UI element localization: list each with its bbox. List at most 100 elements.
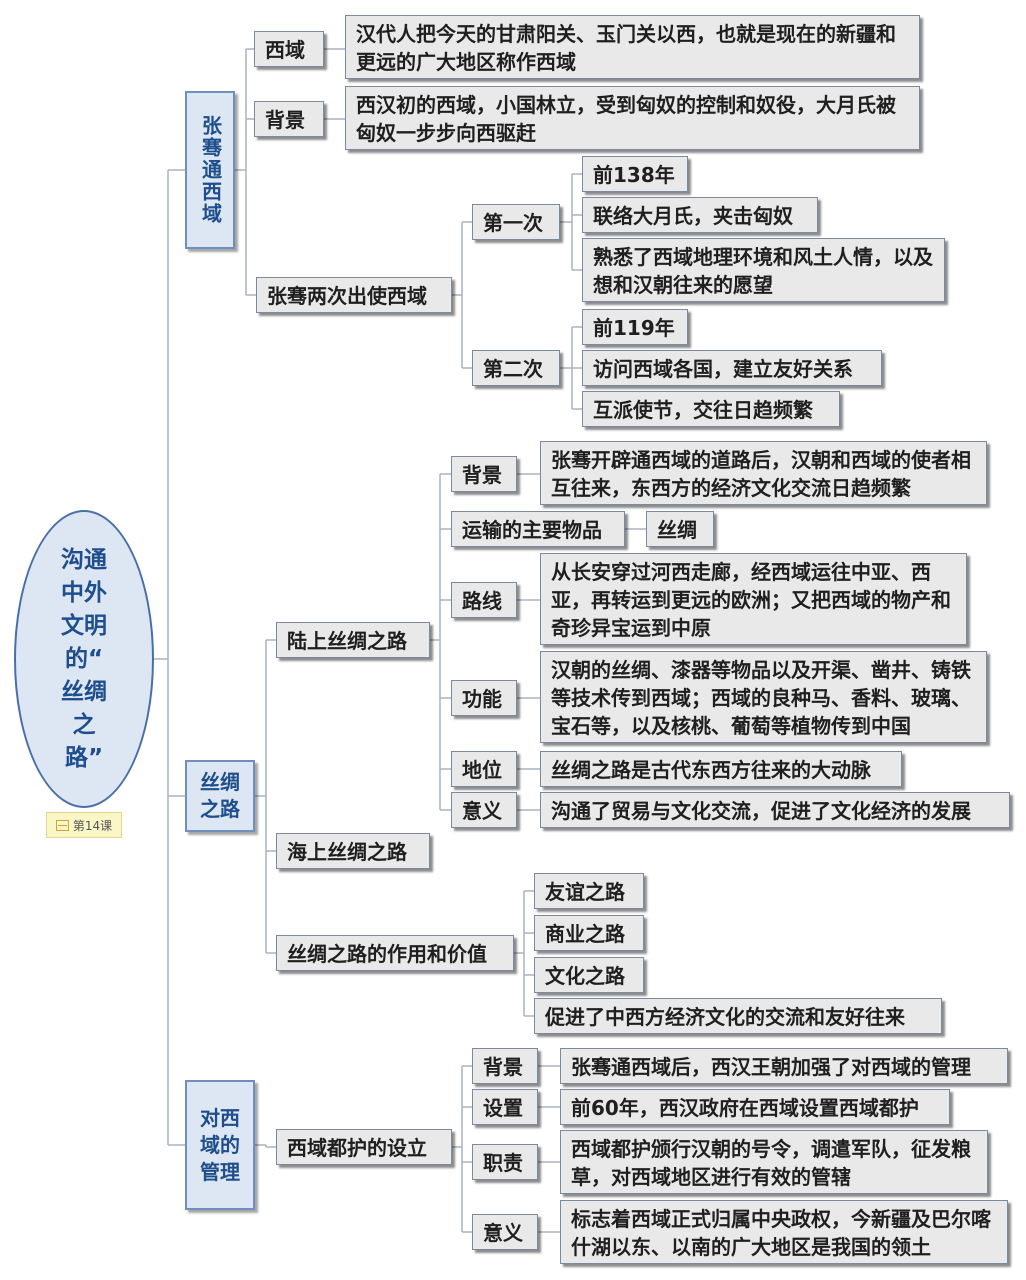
label-text: 运输的主要物品	[462, 518, 602, 542]
value-label: 丝绸之路的作用和价值	[287, 942, 487, 966]
branch-management[interactable]: 对西域的管理	[185, 1080, 255, 1210]
label-text: 职责	[483, 1151, 523, 1175]
b1-background-node[interactable]: 背景	[254, 101, 324, 137]
item-text: 商业之路	[545, 922, 625, 946]
branch-management-title: 对西域的管理	[200, 1105, 240, 1184]
root-line: 的“	[64, 645, 104, 672]
label-text: 背景	[462, 463, 502, 487]
b3-significance-node[interactable]: 意义	[472, 1214, 538, 1250]
value-item[interactable]: 文化之路	[534, 957, 644, 993]
establish-node[interactable]: 设置	[472, 1089, 538, 1125]
land-background-text[interactable]: 张骞开辟通西域的道路后，汉朝和西域的使者相互往来，东西方的经济文化交流日趋频繁	[540, 441, 987, 505]
protectorate-node[interactable]: 西域都护的设立	[276, 1129, 452, 1165]
value-item[interactable]: 商业之路	[534, 915, 644, 951]
xiyu-label: 西域	[265, 38, 305, 62]
b3-background-node[interactable]: 背景	[472, 1048, 538, 1084]
content-text: 汉朝的丝绸、漆器等物品以及开渠、凿井、铸铁等技术传到西域；西域的良种马、香料、玻…	[551, 658, 971, 738]
b3-background-text[interactable]: 张骞通西域后，西汉王朝加强了对西域的管理	[560, 1048, 1008, 1084]
item-text: 熟悉了西域地理环境和风土人情，以及想和汉朝往来的愿望	[593, 245, 933, 297]
xiyu-node[interactable]: 西域	[254, 31, 324, 67]
first-mission-item[interactable]: 熟悉了西域地理环境和风土人情，以及想和汉朝往来的愿望	[582, 238, 945, 302]
item-text: 文化之路	[545, 964, 625, 988]
xiyu-definition-text: 汉代人把今天的甘肃阳关、玉门关以西，也就是现在的新疆和更远的广大地区称作西域	[356, 22, 896, 74]
goods-node[interactable]: 运输的主要物品	[451, 511, 625, 547]
function-text[interactable]: 汉朝的丝绸、漆器等物品以及开渠、凿井、铸铁等技术传到西域；西域的良种马、香料、玻…	[540, 651, 987, 743]
first-mission-node[interactable]: 第一次	[472, 204, 560, 240]
establish-text[interactable]: 前60年，西汉政府在西域设置西域都护	[560, 1089, 950, 1125]
label-text: 地位	[462, 758, 502, 782]
item-text: 前119年	[593, 316, 675, 340]
root-line: 之	[72, 711, 96, 738]
b3-significance-text[interactable]: 标志着西域正式归属中央政权，今新疆及巴尔喀什湖以东、以南的广大地区是我国的领土	[560, 1200, 1008, 1264]
first-mission-item[interactable]: 联络大月氏，夹击匈奴	[582, 197, 818, 233]
content-text: 丝绸之路是古代东西方往来的大动脉	[551, 758, 871, 782]
item-text: 促进了中西方经济文化的交流和友好往来	[545, 1005, 905, 1029]
b1-background-text[interactable]: 西汉初的西域，小国林立，受到匈奴的控制和奴役，大月氏被匈奴一步步向西驱赶	[345, 86, 920, 150]
root-line: 路”	[64, 744, 104, 771]
land-background-node[interactable]: 背景	[451, 456, 517, 492]
content-text: 张骞开辟通西域的道路后，汉朝和西域的使者相互往来，东西方的经济文化交流日趋频繁	[551, 448, 971, 500]
lesson-tag-label: 第14课	[72, 818, 113, 833]
significance-node[interactable]: 意义	[451, 792, 517, 828]
duty-node[interactable]: 职责	[472, 1144, 538, 1180]
lesson-tag[interactable]: 第14课	[46, 812, 122, 838]
value-item[interactable]: 促进了中西方经济文化的交流和友好往来	[534, 998, 942, 1034]
second-mission-item[interactable]: 互派使节，交往日趋频繁	[582, 391, 840, 427]
content-text: 标志着西域正式归属中央政权，今新疆及巴尔喀什湖以东、以南的广大地区是我国的领土	[571, 1207, 991, 1259]
content-text: 沟通了贸易与文化交流，促进了文化经济的发展	[551, 799, 971, 823]
value-item[interactable]: 友谊之路	[534, 873, 644, 909]
root-line: 丝绸	[61, 678, 107, 705]
label-text: 意义	[462, 799, 502, 823]
second-mission-node[interactable]: 第二次	[472, 350, 560, 386]
content-text: 张骞通西域后，西汉王朝加强了对西域的管理	[571, 1055, 971, 1079]
branch-zhangqian[interactable]: 张骞通西域	[185, 91, 235, 249]
branch-silk-road-title: 丝绸之路	[200, 770, 240, 821]
label-text: 设置	[483, 1096, 523, 1120]
root-line: 沟通	[61, 546, 107, 573]
second-mission-item[interactable]: 访问西域各国，建立友好关系	[582, 350, 882, 386]
item-text: 友谊之路	[545, 880, 625, 904]
label-text: 背景	[483, 1055, 523, 1079]
xiyu-definition[interactable]: 汉代人把今天的甘肃阳关、玉门关以西，也就是现在的新疆和更远的广大地区称作西域	[345, 15, 920, 79]
first-mission-item[interactable]: 前138年	[582, 156, 688, 192]
b1-background-content: 西汉初的西域，小国林立，受到匈奴的控制和奴役，大月氏被匈奴一步步向西驱赶	[356, 93, 896, 145]
function-node[interactable]: 功能	[451, 680, 517, 716]
root-topic[interactable]: 沟通 中外 文明 的“ 丝绸 之 路”	[14, 510, 154, 808]
duty-text[interactable]: 西域都护颁行汉朝的号令，调遣军队，征发粮草，对西域地区进行有效的管辖	[560, 1130, 988, 1194]
content-text: 丝绸	[657, 518, 697, 542]
label-text: 路线	[462, 589, 502, 613]
content-text: 从长安穿过河西走廊，经西域运往中亚、西亚，再转运到更远的欧洲；又把西域的物产和奇…	[551, 560, 951, 640]
missions-node[interactable]: 张骞两次出使西域	[256, 277, 452, 313]
second-mission-label: 第二次	[483, 357, 543, 381]
item-text: 互派使节，交往日趋频繁	[593, 398, 813, 422]
route-text[interactable]: 从长安穿过河西走廊，经西域运往中亚、西亚，再转运到更远的欧洲；又把西域的物产和奇…	[540, 553, 967, 645]
land-silk-road-node[interactable]: 陆上丝绸之路	[276, 622, 430, 658]
branch-silk-road[interactable]: 丝绸之路	[185, 760, 255, 832]
branch-zhangqian-title: 张骞通西域	[198, 115, 223, 225]
sea-silk-road-node[interactable]: 海上丝绸之路	[276, 833, 430, 869]
item-text: 联络大月氏，夹击匈奴	[593, 204, 793, 228]
item-text: 前138年	[593, 163, 675, 187]
content-text: 西域都护颁行汉朝的号令，调遣军队，征发粮草，对西域地区进行有效的管辖	[571, 1137, 971, 1189]
missions-label: 张骞两次出使西域	[267, 284, 427, 308]
root-line: 文明	[61, 612, 107, 639]
route-node[interactable]: 路线	[451, 582, 517, 618]
note-icon	[55, 819, 69, 831]
significance-text[interactable]: 沟通了贸易与文化交流，促进了文化经济的发展	[540, 792, 1010, 828]
first-mission-label: 第一次	[483, 211, 543, 235]
sea-silk-road-label: 海上丝绸之路	[287, 840, 407, 864]
b1-background-label: 背景	[265, 108, 305, 132]
status-node[interactable]: 地位	[451, 751, 517, 787]
label-text: 意义	[483, 1221, 523, 1245]
goods-value[interactable]: 丝绸	[646, 511, 714, 547]
second-mission-item[interactable]: 前119年	[582, 309, 688, 345]
value-node[interactable]: 丝绸之路的作用和价值	[276, 935, 514, 971]
protectorate-label: 西域都护的设立	[287, 1136, 427, 1160]
status-text[interactable]: 丝绸之路是古代东西方往来的大动脉	[540, 751, 902, 787]
land-silk-road-label: 陆上丝绸之路	[287, 629, 407, 653]
root-line: 中外	[61, 579, 107, 606]
label-text: 功能	[462, 687, 502, 711]
item-text: 访问西域各国，建立友好关系	[593, 357, 853, 381]
content-text: 前60年，西汉政府在西域设置西域都护	[571, 1096, 919, 1120]
